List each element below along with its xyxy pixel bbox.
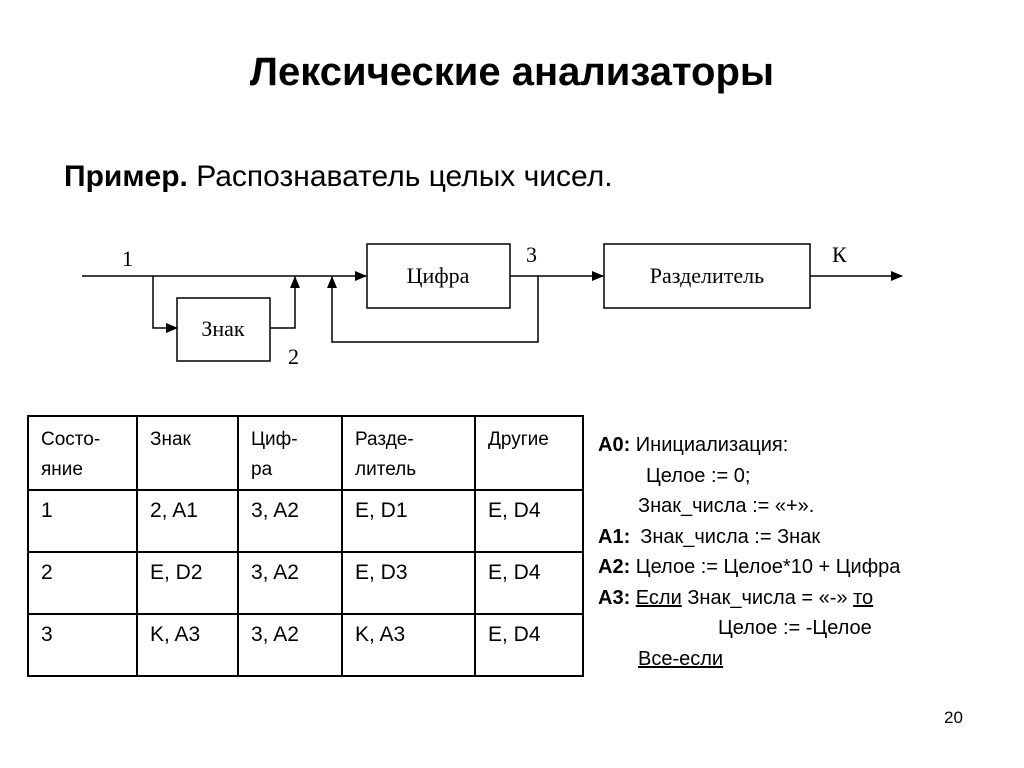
action-a0-line2: Целое := 0; <box>646 464 751 487</box>
node-digit-label: Цифра <box>407 263 470 288</box>
table-cell: 2 <box>27 551 138 615</box>
action-a0-line3: Знак_числа := «+». <box>638 495 815 517</box>
table-cell: E, D4 <box>474 489 584 553</box>
table-row: 2 E, D2 3, A2 E, D3 E, D4 <box>27 551 584 615</box>
table-cell: K, A3 <box>341 613 476 677</box>
state-transition-table: Состо-яние Знак Циф-ра Разде-литель Друг… <box>27 415 584 677</box>
label-input: 1 <box>122 246 133 271</box>
table-cell: E, D2 <box>136 551 239 615</box>
table-cell: 3, A2 <box>237 613 343 677</box>
table-cell: 3, A2 <box>237 551 343 615</box>
node-separator-label: Разделитель <box>650 263 764 288</box>
edge-branch-to-sign <box>152 276 178 333</box>
edge-sign-to-main <box>270 276 300 329</box>
table-cell: 2, A1 <box>136 489 239 553</box>
subtitle-prefix: Пример. <box>64 160 188 193</box>
node-sign-label: Знак <box>201 316 245 341</box>
action-a2: А2: Целое := Целое*10 + Цифра <box>598 556 901 578</box>
action-a3: А3: Если Знак_числа = «-» то <box>598 586 874 609</box>
table-cell: K, A3 <box>136 613 239 677</box>
label-sign-out: 2 <box>288 344 299 369</box>
header-other: Другие <box>474 415 584 491</box>
semantic-actions: А0: Инициализация: Целое := 0; Знак_числ… <box>598 430 900 674</box>
action-a3-line2: Целое := -Целое <box>718 617 872 639</box>
table-cell: 3, A2 <box>237 489 343 553</box>
header-sign: Знак <box>136 415 239 491</box>
action-a3-end: Все-если <box>638 647 724 670</box>
table-row: 3 K, A3 3, A2 K, A3 E, D4 <box>27 613 584 677</box>
action-a1: А1:Знак_числа := Знак <box>598 525 821 548</box>
table-cell: E, D4 <box>474 551 584 615</box>
table-cell: E, D4 <box>474 613 584 677</box>
node-digit-box <box>366 243 511 309</box>
label-output: К <box>832 242 847 267</box>
table-cell: 1 <box>27 489 138 553</box>
header-digit: Циф-ра <box>237 415 343 491</box>
edge-digit-loop <box>327 275 539 343</box>
label-digit-out: 3 <box>526 242 537 267</box>
page-number: 20 <box>944 708 963 727</box>
action-a0: А0: Инициализация: <box>598 434 789 456</box>
table-header-row: Состо-яние Знак Циф-ра Разде-литель Друг… <box>27 415 584 491</box>
slide-title: Лексические анализаторы <box>249 50 775 94</box>
recognizer-diagram: Цифра Разделитель Знак 1 2 3 К <box>82 242 903 369</box>
header-state: Состо-яние <box>27 415 138 491</box>
table-cell: E, D1 <box>341 489 476 553</box>
node-sign-box <box>176 297 271 362</box>
slide-subtitle: Пример. Распознаватель целых чисел. <box>64 160 613 194</box>
node-separator-box <box>603 243 811 309</box>
header-separator: Разде-литель <box>341 415 476 491</box>
table-cell: 3 <box>27 613 138 677</box>
subtitle-text: Распознаватель целых чисел. <box>187 160 613 193</box>
table-cell: E, D3 <box>341 551 476 615</box>
table-row: 1 2, A1 3, A2 E, D1 E, D4 <box>27 489 584 553</box>
